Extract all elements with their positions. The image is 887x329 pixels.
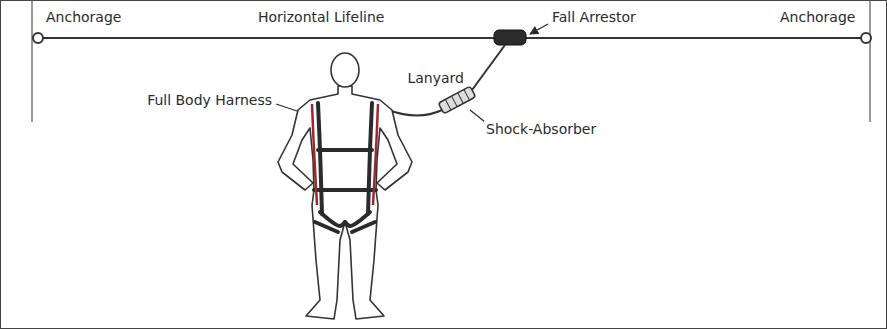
leader-arrow [530,24,548,34]
head [331,53,359,87]
anchorage-ring [33,33,43,43]
harness-strap [352,222,375,232]
part-label: Lanyard [405,70,466,86]
leader-line [276,104,300,112]
harness-strap [314,188,376,192]
part-label: Fall Arrestor [550,9,638,25]
part-label: Shock-Absorber [484,121,598,137]
support-post [869,0,870,122]
shock-absorber [438,86,475,113]
harness-strap [318,148,372,152]
harness-strap [368,103,372,214]
part-label: Anchorage [44,9,123,25]
harness-strap [373,104,378,205]
worker-figure [278,53,412,319]
part-label: Full Body Harness [145,92,274,108]
leader-line [470,110,485,122]
anchorage-ring [861,33,871,43]
horizontal-lifeline [43,37,861,39]
part-label: Anchorage [778,9,857,25]
lanyard-line [472,45,505,90]
fall-arrestor [494,30,526,45]
harness-strap [312,104,317,205]
harness-strap [315,222,338,232]
lanyard-line [388,110,442,115]
part-label: Horizontal Lifeline [256,9,386,25]
body-outline [278,86,412,319]
support-post [31,0,32,122]
harness-strap [318,103,322,214]
